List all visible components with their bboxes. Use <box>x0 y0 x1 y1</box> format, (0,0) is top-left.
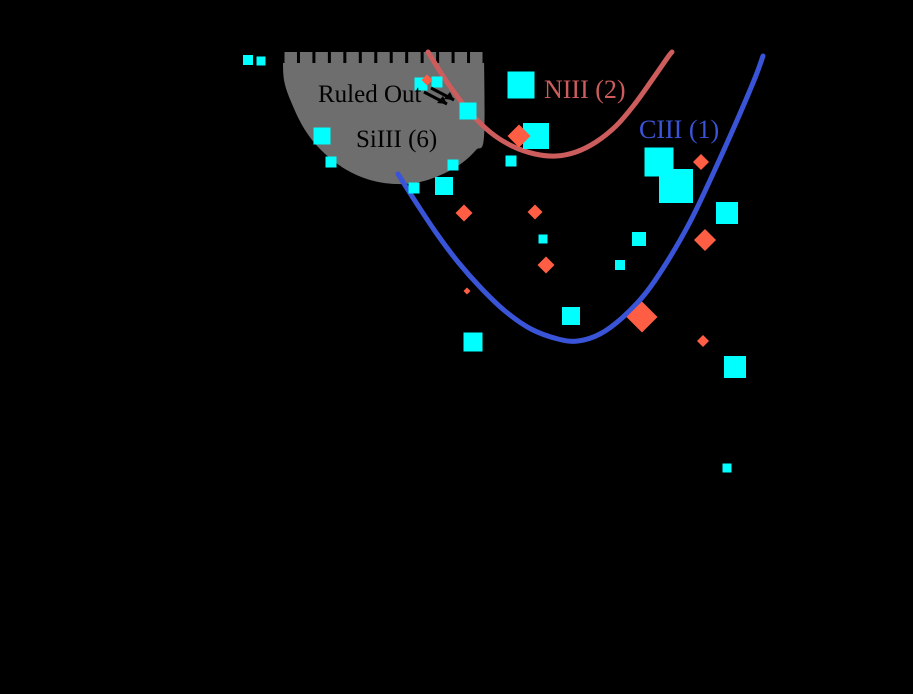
marker-square <box>435 177 453 195</box>
marker-diamond <box>537 256 555 274</box>
siiii-region-label: SiIII (6) <box>356 126 438 153</box>
marker-square <box>659 169 693 203</box>
marker-diamond <box>507 124 531 148</box>
marker-square <box>463 332 483 352</box>
ruled-out-hatch-ticks <box>281 52 486 63</box>
marker-square <box>538 234 548 244</box>
marker-diamond <box>463 287 471 295</box>
marker-square <box>562 307 580 325</box>
legend-label-niii: NIII (2) <box>544 75 626 104</box>
marker-square <box>325 156 337 168</box>
marker-square <box>313 127 331 145</box>
marker-square <box>632 232 646 246</box>
marker-square <box>722 463 732 473</box>
marker-square <box>724 356 746 378</box>
marker-diamond <box>527 204 543 220</box>
legend-label-ciii: CIII (1) <box>639 115 720 144</box>
marker-square <box>431 76 443 88</box>
marker-square <box>615 260 625 270</box>
marker-square <box>505 155 517 167</box>
ruled-out-arrow <box>423 86 455 106</box>
ruled-out-label: Ruled Out <box>318 81 422 108</box>
marker-diamond <box>626 301 658 333</box>
marker-diamond <box>697 335 709 347</box>
marker-square <box>459 102 477 120</box>
marker-square <box>447 159 459 171</box>
marker-square <box>408 182 420 194</box>
marker-square <box>256 56 266 66</box>
marker-diamond <box>455 204 473 222</box>
marker-diamond <box>421 74 433 86</box>
marker-diamond <box>694 229 716 251</box>
curve-ciii-1 <box>395 53 766 344</box>
marker-square <box>716 202 738 224</box>
marker-diamond <box>693 154 709 170</box>
data-markers-group <box>243 55 746 473</box>
marker-square <box>243 55 253 65</box>
marker-square <box>507 71 535 99</box>
